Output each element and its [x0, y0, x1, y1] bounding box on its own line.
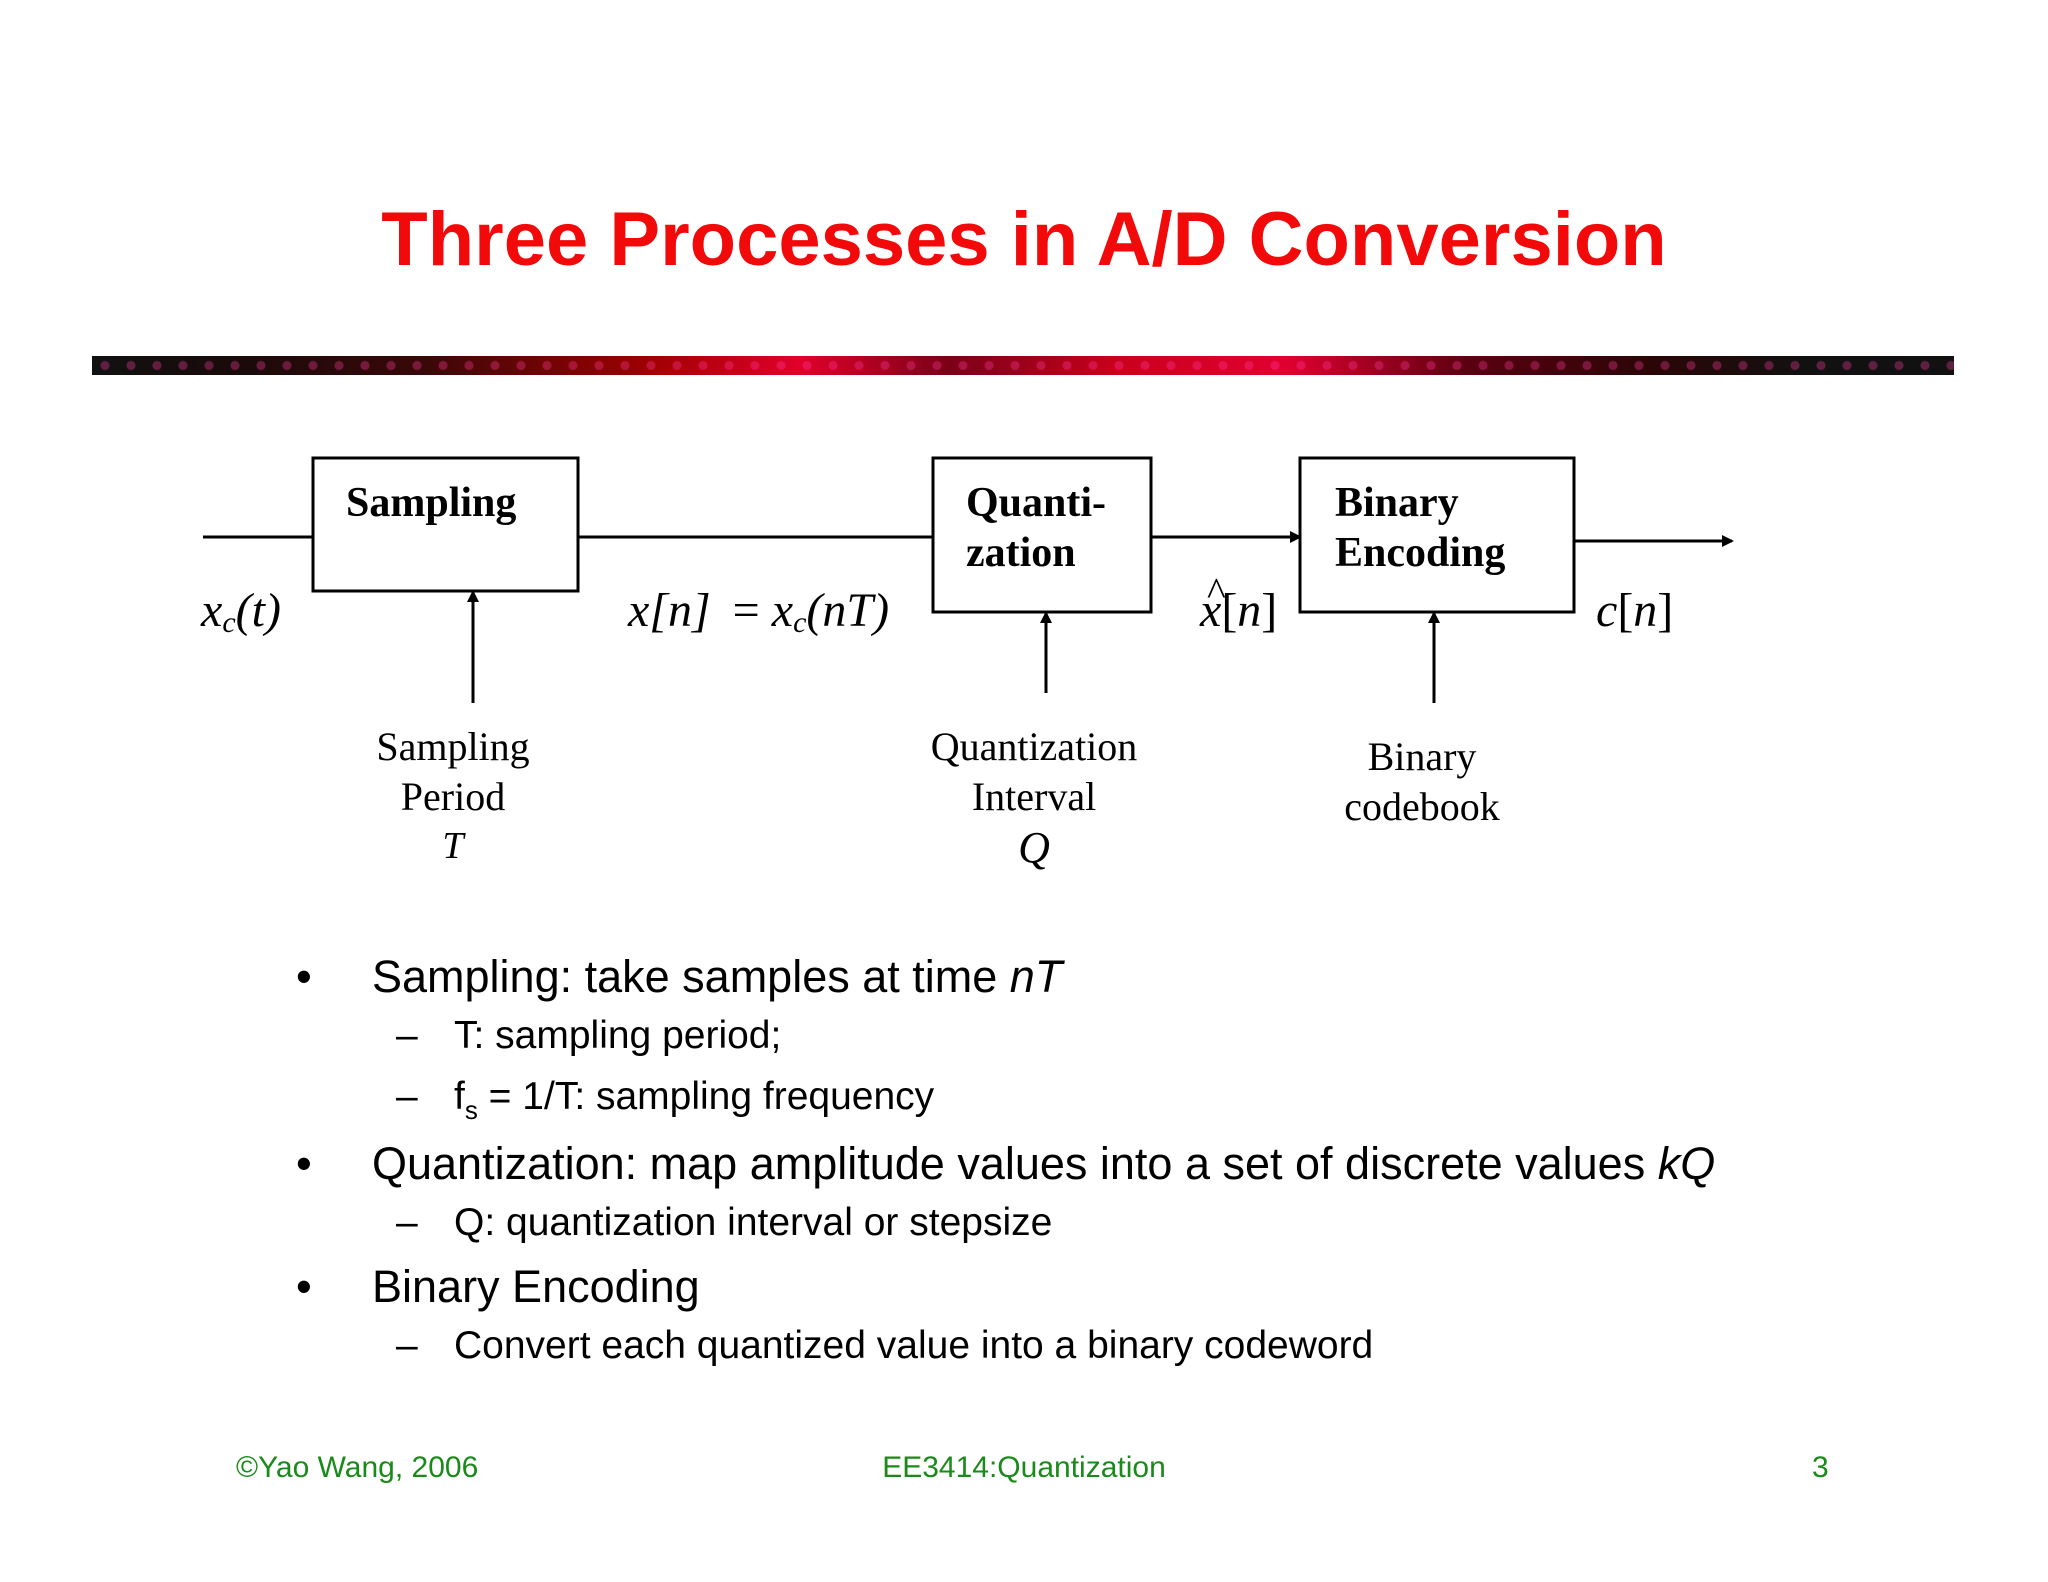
sub-bullet-text: = 1/T: sampling frequency	[477, 1075, 935, 1118]
bullet-quantization-italic: kQ	[1657, 1138, 1716, 1189]
bullet-mark: •	[296, 1138, 312, 1189]
quant-interval-label-line1: Quantization	[931, 724, 1138, 769]
dash-mark: –	[396, 1324, 418, 1367]
sampling-period-symbol: T	[442, 825, 466, 867]
bullet-sampling-text: Sampling: take samples at time	[372, 951, 1010, 1002]
sub-bullet-text: Q: quantization interval or stepsize	[454, 1201, 1053, 1244]
quant-interval-symbol: Q	[1018, 823, 1050, 872]
title-divider	[92, 356, 1954, 375]
bullet-mark: •	[296, 951, 312, 1002]
bullet-quantization: • Quantization: map amplitude values into…	[296, 1137, 1856, 1191]
codebook-label-line2: codebook	[1344, 784, 1500, 829]
sub-bullet-sampling-period: –T: sampling period;	[296, 1012, 1856, 1060]
dash-mark: –	[396, 1014, 418, 1057]
sub-bullet-f: f	[454, 1075, 465, 1118]
sampled-signal-label: x[n]=xc(nT)	[627, 584, 889, 639]
output-signal-label: c[n]	[1596, 584, 1673, 637]
bullet-encoding: • Binary Encoding	[296, 1260, 1856, 1314]
bullet-quantization-text: Quantization: map amplitude values into …	[372, 1138, 1658, 1189]
sub-bullet-quant-interval: –Q: quantization interval or stepsize	[296, 1199, 1856, 1247]
sub-bullet-sampling-frequency: –fs = 1/T: sampling frequency	[296, 1073, 1856, 1125]
title-divider-pattern	[92, 356, 1954, 375]
dash-mark: –	[396, 1075, 418, 1118]
footer-course: EE3414:Quantization	[882, 1451, 1166, 1484]
quant-interval-label-line2: Interval	[972, 774, 1096, 819]
quantized-signal-label: x[n]	[1199, 584, 1277, 637]
sub-bullet-f-subscript: s	[464, 1095, 478, 1125]
bullet-sampling: • Sampling: take samples at time nT	[296, 950, 1856, 1004]
bullet-list: •Sampling: take samples at time nT –T: s…	[296, 950, 1856, 1383]
bullet-mark: •	[296, 1261, 312, 1312]
sampling-period-label-line1: Sampling	[376, 724, 529, 769]
sub-bullet-text: Convert each quantized value into a bina…	[454, 1324, 1374, 1367]
footer-page-number: 3	[1812, 1451, 1829, 1484]
codebook-label-line1: Binary	[1368, 734, 1477, 779]
encoding-block-label-line2: Encoding	[1335, 530, 1505, 576]
encoding-block	[1298, 456, 1576, 614]
sub-bullet-codeword: –Convert each quantized value into a bin…	[296, 1322, 1856, 1370]
quantization-block-label-line2: zation	[966, 530, 1076, 576]
encoding-block-label-line1: Binary	[1335, 480, 1459, 526]
quantized-signal-hat: ^	[1207, 569, 1226, 614]
bullet-sampling-italic: nT	[1009, 951, 1063, 1002]
sampling-block	[311, 456, 580, 593]
slide-title: Three Processes in A/D Conversion	[381, 197, 1667, 282]
sub-bullet-text: T: sampling period;	[454, 1014, 782, 1057]
sampling-block-label: Sampling	[346, 480, 516, 526]
dash-mark: –	[396, 1201, 418, 1244]
input-signal-label: xc(t)	[200, 584, 281, 639]
bullet-encoding-text: Binary Encoding	[372, 1261, 700, 1312]
quantization-block-label-line1: Quanti-	[966, 480, 1106, 526]
quantization-block	[931, 456, 1153, 614]
footer-author: ©Yao Wang, 2006	[236, 1451, 479, 1484]
sampling-period-label-line2: Period	[401, 774, 505, 819]
